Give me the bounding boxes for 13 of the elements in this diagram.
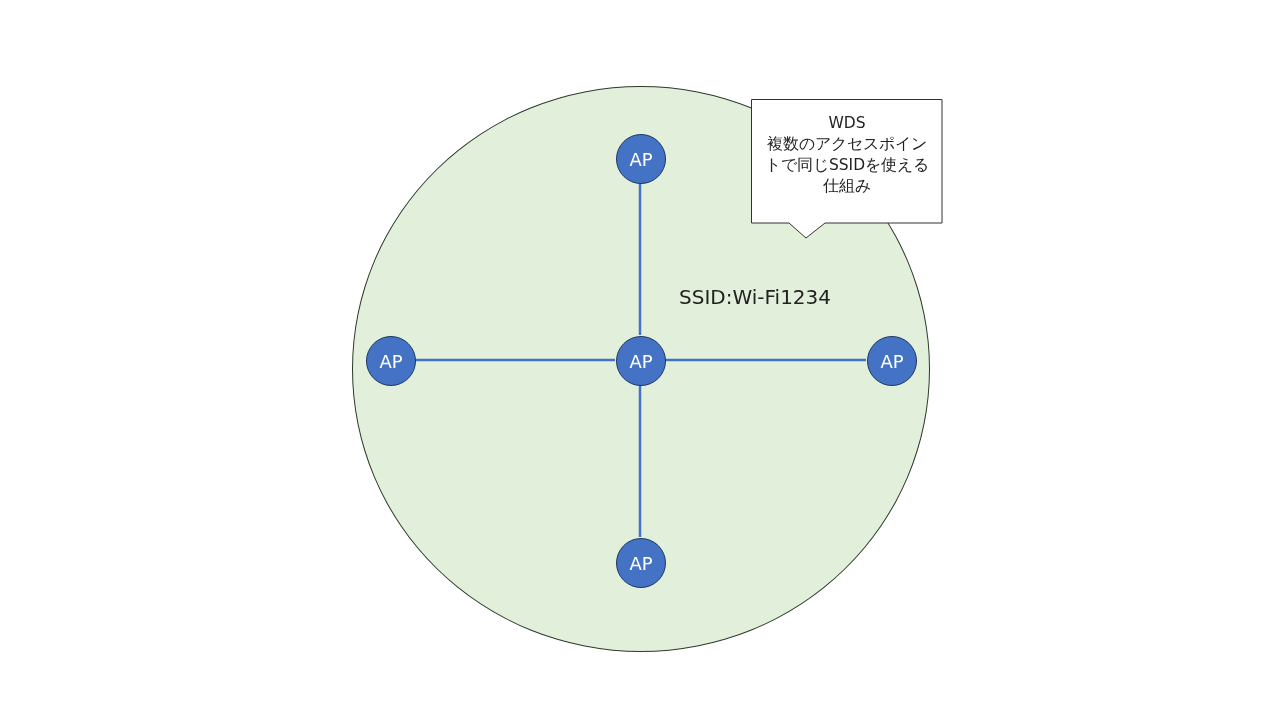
- connection-line: [414, 358, 615, 361]
- access-point-node: AP: [366, 336, 416, 386]
- network-name-label: SSID:Wi-Fi1234: [679, 285, 832, 309]
- speech-bubble: [751, 99, 943, 239]
- access-point-node: AP: [616, 336, 666, 386]
- callout-text: 複数のアクセスポイントで同じSSIDを使える仕組み: [763, 134, 931, 197]
- callout-title: WDS: [827, 113, 867, 134]
- connection-line: [664, 358, 866, 361]
- connection-line: [638, 182, 641, 335]
- access-point-node: AP: [867, 336, 917, 386]
- connection-line: [638, 384, 641, 537]
- access-point-node: AP: [616, 538, 666, 588]
- access-point-node: AP: [616, 134, 666, 184]
